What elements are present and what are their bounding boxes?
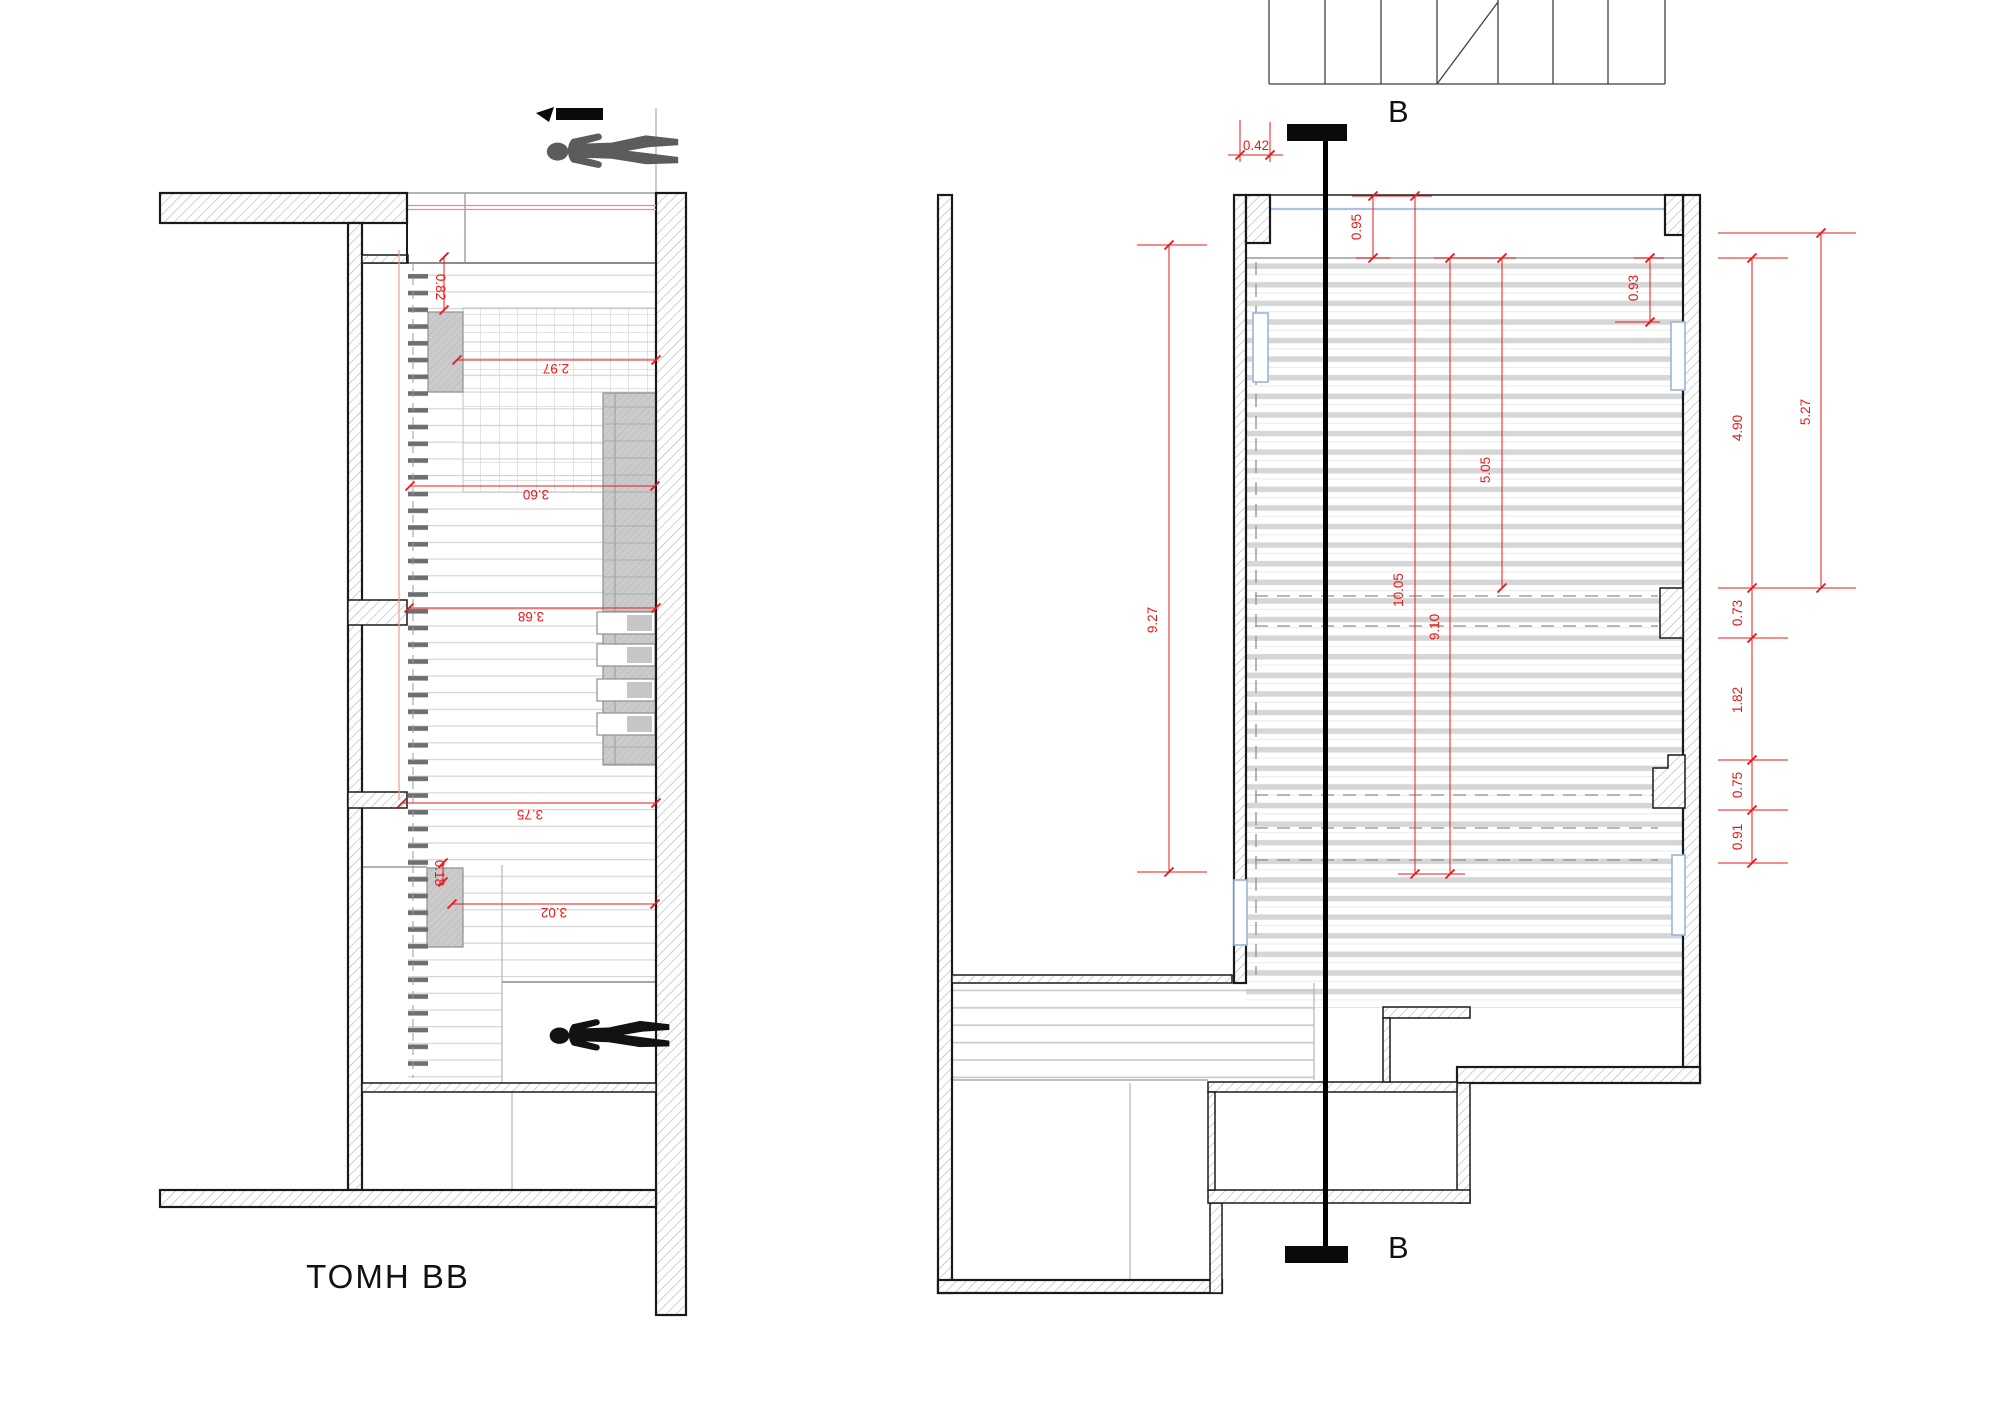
dim-1.82: 1.82 [1730,687,1745,713]
wall-jog-1 [347,599,408,626]
dim-9.10: 9.10 [1398,252,1516,880]
dim-0.75: 0.75 [1730,772,1745,798]
top-right-pier [1663,193,1685,237]
lower-room-wall [1207,1189,1471,1204]
svg-text:0.42: 0.42 [1243,138,1269,153]
wall-pier-b [1652,754,1686,809]
svg-text:0.95: 0.95 [1349,214,1364,240]
lower-room-left-wall [1207,1091,1216,1191]
svg-text:3.75: 3.75 [517,807,543,822]
dim-0.42: 0.42 [1228,120,1283,162]
dim-0.73: 0.73 [1730,600,1745,626]
plan-stair-treads [953,983,1315,1280]
svg-text:3.02: 3.02 [541,905,567,920]
window-left-lower [1233,879,1248,946]
cut-marker-bottom [1285,1246,1348,1263]
window-left-upper [1252,312,1269,383]
ledge [361,254,409,264]
top-stair-plan [1268,0,1666,85]
dim-right-chain: 4.90 5.27 0.73 1.82 0.75 0.91 [1718,227,1856,869]
outer-left-wall [936,193,954,1295]
dim-4.90: 4.90 [1730,415,1745,441]
section-dimensions: 0.82 2.97 3.60 3.68 [396,204,662,920]
svg-text:10.05: 10.05 [1391,573,1406,607]
svg-text:9.10: 9.10 [1427,614,1442,640]
svg-text:5.05: 5.05 [1478,457,1493,483]
section-furniture [426,311,657,948]
human-figure-top [536,107,679,168]
dim-0.91: 0.91 [1730,824,1745,850]
svg-text:0.18: 0.18 [432,860,447,886]
cut-label-bottom: B [1388,1230,1409,1265]
railing-bar [1382,1006,1471,1019]
dim-5.27: 5.27 [1798,399,1813,425]
inner-left-wall [1232,193,1248,985]
dim-3.68: 3.68 [403,602,662,624]
section-title: ΤΟΜΗ ΒΒ [306,1258,470,1295]
dim-3.02: 3.02 [446,898,661,920]
railing-stem [1382,1017,1391,1083]
bottom-corner-wall [1209,1202,1223,1294]
window-right-upper [1670,321,1686,391]
intermediate-slab [361,1082,657,1093]
svg-text:2.97: 2.97 [543,361,569,376]
bottom-slab [158,1188,658,1209]
landing-wall [951,974,1233,984]
mid-lower-wall [1207,1081,1458,1093]
dim-10.05: 10.05 [1391,190,1421,880]
section-cut-line: B B [1285,94,1409,1265]
bottom-right-wall [1455,1065,1702,1085]
dim-2.97: 2.97 [451,354,662,376]
deck-boards [1246,257,1683,1008]
svg-text:3.60: 3.60 [523,487,549,502]
svg-text:9.27: 9.27 [1145,607,1160,633]
svg-text:3.68: 3.68 [518,609,544,624]
plan-dimensions: 0.42 0.95 10.05 [1137,120,1856,880]
dim-0.82: 0.82 [433,251,450,316]
wall-pier-a [1659,587,1684,639]
dim-0.95: 0.95 [1349,190,1432,264]
human-figure-bottom [549,1019,670,1051]
floor-plan: 0.42 0.95 10.05 [936,120,1856,1295]
svg-text:0.93: 0.93 [1626,275,1641,301]
dim-3.75: 3.75 [396,797,662,822]
svg-text:0.82: 0.82 [433,274,448,300]
left-wall [346,221,364,1192]
cut-marker-top [1287,124,1347,141]
plan-walls [936,193,1702,1295]
top-left-pier [1244,193,1272,245]
dim-0.18: 0.18 [432,857,449,888]
step-wall-vertical [1456,1082,1471,1204]
top-glazing [1270,194,1665,211]
right-wall [654,191,688,1317]
plan-windows [1233,312,1686,946]
dim-3.60: 3.60 [404,480,661,502]
cabinet-block-upper [427,311,464,393]
dim-0.93: 0.93 [1615,252,1664,328]
window-right-lower [1671,854,1686,936]
stair-direction-line [1436,1,1499,85]
top-left-slab [158,191,409,225]
wardrobe [596,392,657,766]
section-drawing: 0.82 2.97 3.60 3.68 [158,107,688,1317]
cut-label-top: B [1388,94,1409,129]
dim-5.05: 5.05 [1478,252,1508,594]
wall-jog-2 [347,791,408,809]
section-walls [158,191,688,1317]
bottom-left-wall [936,1278,1224,1295]
section-stair-strip [408,263,428,1078]
dim-9.27: 9.27 [1137,239,1207,878]
